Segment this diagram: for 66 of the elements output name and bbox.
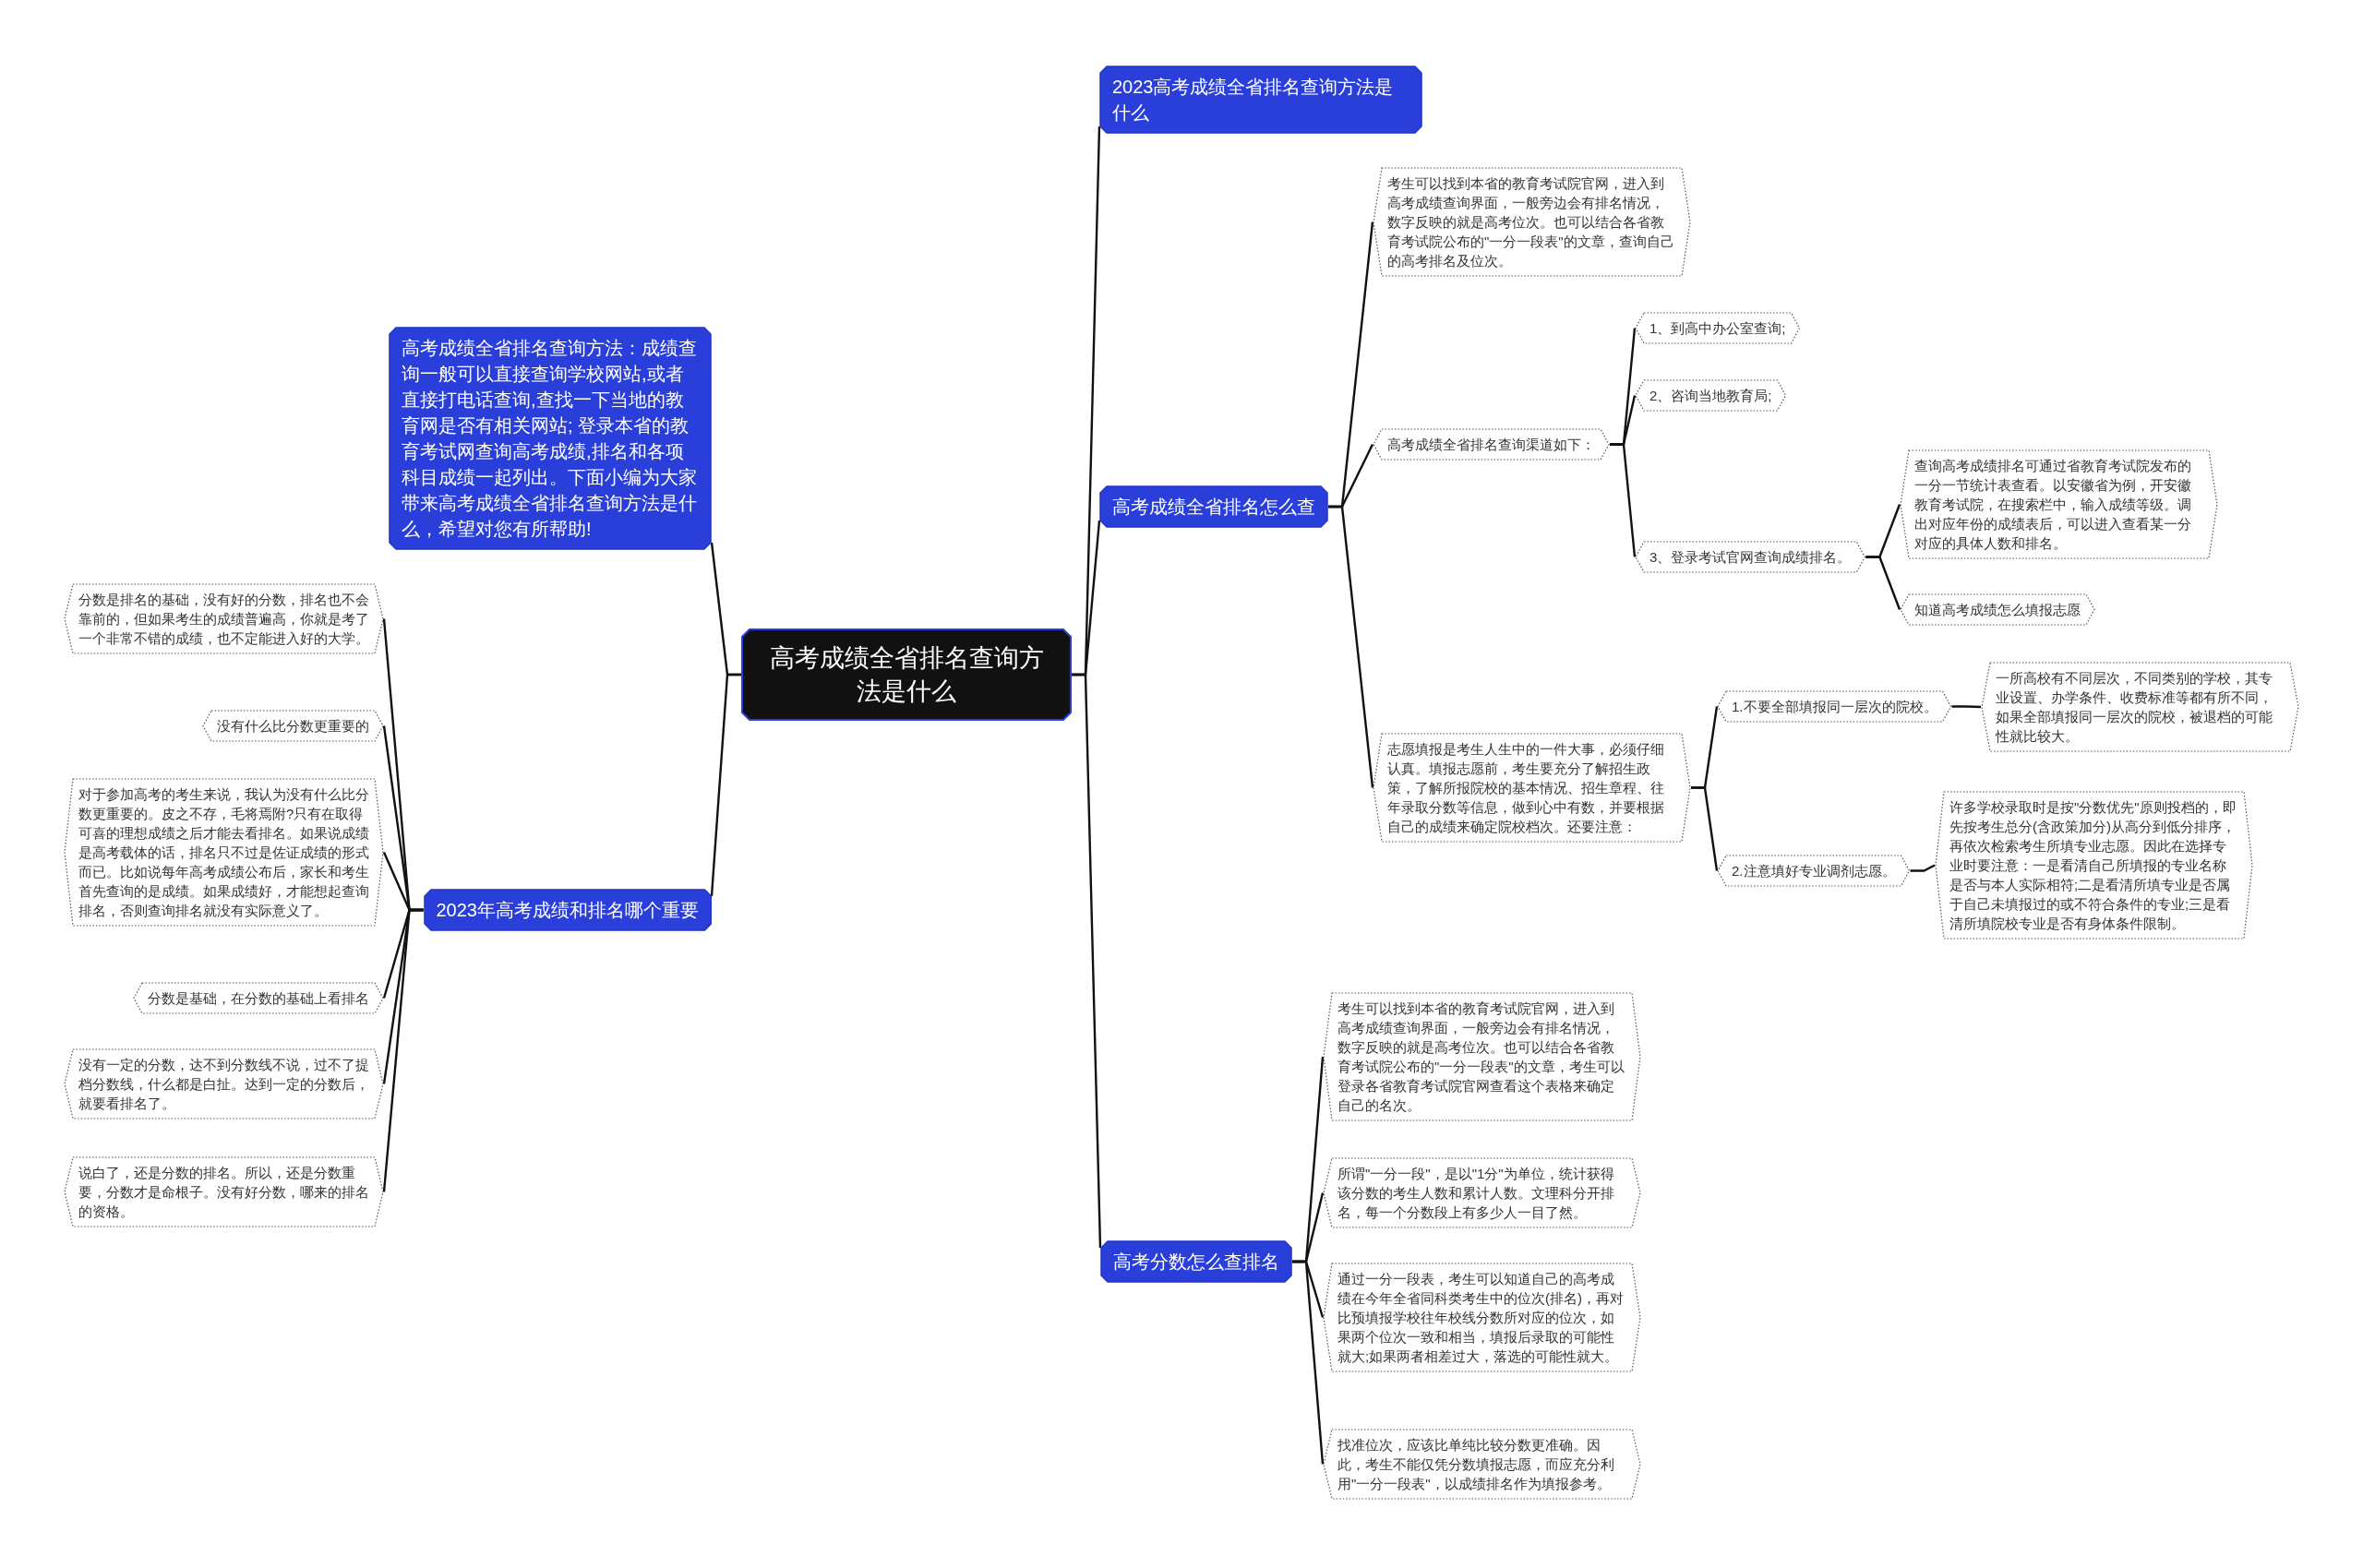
note-text: 考生可以找到本省的教育考试院官网，进入到高考成绩查询界面，一般旁边会有排名情况，数字反映的就是高考位次。也可以结合各省教育考试院公布的"一分一段表"的文章，查询自己的高考排名及位次。 (1387, 174, 1675, 270)
connector-line (1951, 705, 1982, 709)
note-node (202, 710, 384, 742)
topic-node (1099, 485, 1328, 528)
note-node (1900, 449, 2218, 559)
note-text: 一所高校有不同层次，不同类别的学校，其专业设置、办学条件、收费标准等都有所不同，如果全部填报同一层次的院校，被退档的可能性就比较大。 (1996, 669, 2273, 746)
note-text: 查询高考成绩排名可通过省教育考试院发布的一分一节统计表查看。以安徽省为例，开安徽教育考试院，在搜索栏中，输入成绩等级。调出对应年份的成绩表后，可以进入查看某一分对应的具体人数和排名。 (1914, 457, 2192, 553)
note-text: 1.不要全部填报同一层次的院校。 (1732, 698, 1937, 716)
note-text: 找准位次，应该比单纯比较分数更准确。因此，考生不能仅凭分数填报志愿，而应充分利用"一分一段表"，以成绩排名作为填报参考。 (1337, 1436, 1615, 1493)
topic-node (1100, 1240, 1292, 1283)
note-node (1635, 379, 1787, 412)
note-node (1323, 1157, 1641, 1228)
topic-text: 高考分数怎么查排名 (1113, 1251, 1279, 1274)
note-node (1635, 312, 1801, 344)
connector-line (1910, 864, 1936, 872)
connector-line (382, 908, 424, 1192)
note-text: 所谓"一分一段"，是以"1分"为单位，统计获得该分数的考生人数和累计人数。文理科分开排名，每一个分数段上有多少人一目了然。 (1337, 1165, 1615, 1222)
note-text: 1、到高中办公室查询; (1649, 319, 1786, 338)
connector-line (1292, 1260, 1325, 1465)
note-node (64, 1048, 384, 1119)
note-node (133, 982, 384, 1014)
note-text: 分数是基础，在分数的基础上看排名 (148, 989, 369, 1008)
note-text: 许多学校录取时是按"分数优先"原则投档的，即先按考生总分(含政策加分)从高分到低分排序，再依次检索考生所填专业志愿。因此在选择专业时要注意：一是看清自己所填报的专业名称是否与本人实际相符;二是看清所填专业是否属于自己未填报过的或不符合条件的专业;三是看清所填院校专业是否有身体条件限制。 (1949, 798, 2237, 933)
connector-line (1691, 786, 1719, 871)
note-text: 高考成绩全省排名查询渠道如下： (1387, 436, 1595, 454)
topic-text: 2023高考成绩全省排名查询方法是什么 (1112, 76, 1395, 125)
connector-line (710, 673, 741, 897)
note-node (64, 778, 384, 927)
note-text: 通过一分一段表，考生可以知道自己的高考成绩在今年全省同科类考生中的位次(排名)，再对比预填报学校往年校线分数所对应的位次，如果两个位次一致和相当，填报后录取的可能性就大;如果两者相差过大，落选的可能性就大。 (1337, 1270, 1625, 1366)
note-text: 说白了，还是分数的排名。所以，还是分数重要，分数才是命根子。没有好分数，哪来的排名的资格。 (78, 1164, 369, 1221)
note-node (64, 583, 384, 654)
note-text: 没有一定的分数，达不到分数线不说，过不了提档分数线，什么都是白扯。达到一定的分数后，就要看排名了。 (78, 1056, 369, 1113)
note-node (1900, 593, 2095, 626)
note-node (1717, 690, 1952, 723)
connector-line (1865, 556, 1901, 610)
topic-text: 高考成绩全省排名查询方法：成绩查询一般可以直接查询学校网站,或者直接打电话查询,查找一下当地的教育网是否有相关网站; 登录本省的教育考试网查询高考成绩,排名和各项科目成绩一起列出。下面小编为大家带来高考成绩全省排名查询方法是什么，希望对您有所帮助! (402, 337, 698, 541)
topic-node (1099, 66, 1422, 134)
note-text: 考生可以找到本省的教育考试院官网，进入到高考成绩查询界面，一般旁边会有排名情况，数字反映的就是高考位次。也可以结合各省教育考试院公布的"一分一段表"的文章，考生可以登录各省教育考试院官网查看这个表格来确定自己的名次。 (1337, 999, 1625, 1115)
note-node (1373, 733, 1691, 843)
central-topic-node (741, 628, 1072, 721)
topic-node (423, 889, 712, 931)
note-node (1323, 1263, 1641, 1372)
note-text: 志愿填报是考生人生中的一件大事，必须仔细认真。填报志愿前，考生要充分了解招生政策，了解所报院校的基本情况、招生章程、往年录取分数等信息，做到心中有数，并要根据自己的成绩来确定院校档次。还要注意： (1387, 740, 1665, 836)
note-text: 3、登录考试官网查询成绩排名。 (1649, 548, 1852, 567)
note-node (1373, 167, 1691, 277)
note-text: 2.注意填好专业调剂志愿。 (1732, 862, 1896, 880)
topic-node (389, 327, 712, 550)
note-node (1717, 855, 1911, 887)
central-topic-text: 高考成绩全省排名查询方法是什么 (768, 643, 1045, 707)
note-text: 没有什么比分数更重要的 (217, 717, 369, 736)
note-node (64, 1156, 384, 1227)
connector-line (1072, 673, 1102, 1249)
topic-text: 高考成绩全省排名怎么查 (1112, 496, 1315, 519)
note-text: 知道高考成绩怎么填报志愿 (1914, 601, 2081, 619)
connector-line (1328, 505, 1374, 788)
topic-text: 2023年高考成绩和排名哪个重要 (436, 899, 699, 922)
note-node (1373, 428, 1610, 461)
note-node (1323, 1429, 1641, 1500)
note-node (1323, 992, 1641, 1121)
connector-line (1610, 443, 1637, 557)
note-node (1981, 662, 2299, 752)
note-text: 分数是排名的基础，没有好的分数，排名也不会靠前的，但如果考生的成绩普遍高，你就是考了一个非常不错的成绩，也不定能进入好的大学。 (78, 591, 369, 648)
note-text: 对于参加高考的考生来说，我认为没有什么比分数更重要的。皮之不存，毛将焉附?只有在取得可喜的理想成绩之后才能去看排名。如果说成绩是高考载体的话，排名只不过是佐证成绩的形式而已。比如说每年高考成绩公布后，家长和考生首先查询的是成绩。如果成绩好，才能想起查询排名，否则查询排名就没有实际意义了。 (78, 785, 369, 920)
note-node (1935, 791, 2253, 940)
note-text: 2、咨询当地教育局; (1649, 387, 1772, 405)
note-node (1635, 541, 1866, 573)
